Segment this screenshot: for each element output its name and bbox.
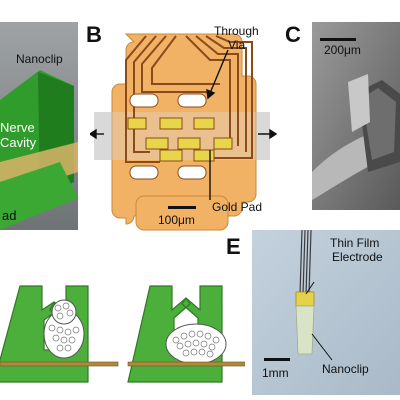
gold-pad-label: Gold Pad <box>212 200 262 214</box>
panel-e-photo: Thin Film Electrode Nanoclip 1mm <box>252 230 400 395</box>
panel-b-schematic: Through Via Gold Pad 100μm <box>90 20 280 235</box>
nanoclip-label: Nanoclip <box>16 52 63 66</box>
thin-film-electrode-label-1: Thin Film <box>330 236 379 250</box>
through-via-label-1: Through <box>214 24 259 38</box>
nanoclip-label-e: Nanoclip <box>322 362 369 376</box>
nerve-cavity-label-1: Nerve <box>0 120 35 135</box>
panel-d-cross-sections <box>0 280 245 395</box>
panel-c-sem: 200μm <box>312 22 400 210</box>
scale-label-c: 200μm <box>324 43 361 57</box>
scale-label-e: 1mm <box>262 366 289 380</box>
nerve-cavity-label-2: Cavity <box>0 135 36 150</box>
through-via-label-2: Via <box>228 38 245 52</box>
panel-a-render: Nanoclip Nerve Cavity ad <box>0 22 78 230</box>
panel-c-letter: C <box>285 22 301 48</box>
thin-film-electrode-label-2: Electrode <box>332 250 383 264</box>
scale-label-b: 100μm <box>158 213 195 227</box>
panel-e-letter: E <box>226 234 241 260</box>
partial-pad-label: ad <box>2 208 16 223</box>
nanoclip-cross-section-diagram <box>0 280 245 395</box>
